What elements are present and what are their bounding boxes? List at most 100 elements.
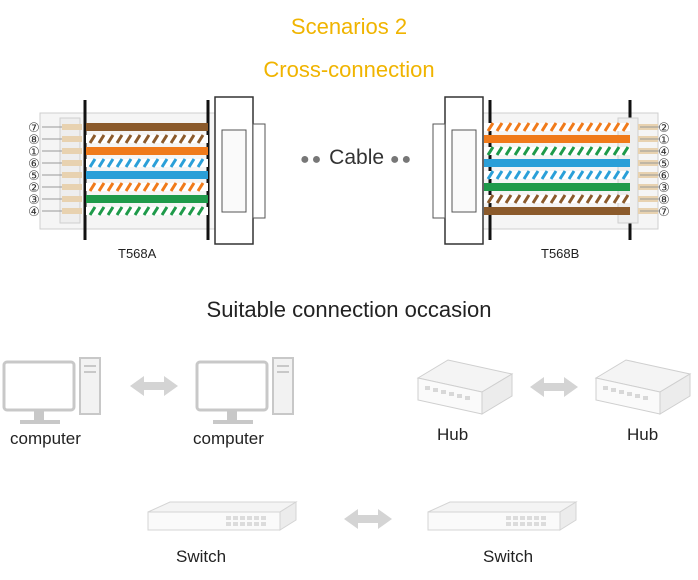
- connector-a-pin-contact-2: [62, 136, 82, 142]
- connector-b-pin-label-6: ③: [658, 181, 670, 196]
- connector-a-wire-6-stripe: [160, 182, 169, 192]
- connector-a-wire-4-stripe: [142, 158, 151, 168]
- connector-b-wire-1-stripe: [522, 122, 531, 132]
- connector-b-wire-7-stripe: [603, 194, 612, 204]
- hub-label-right: Hub: [627, 425, 659, 444]
- connector-a-wire-8-stripe: [169, 206, 178, 216]
- connector-a-pin-label-7: ③: [28, 193, 40, 208]
- connector-a-wire-8-stripe: [115, 206, 124, 216]
- connector-a-wire-4-stripe: [160, 158, 169, 168]
- connector-a-wire-2-stripe: [187, 134, 196, 144]
- connector-a-pin-contact-7: [62, 196, 82, 202]
- connector-a-wire-6-stripe: [169, 182, 178, 192]
- connector-a-wire-4-stripe: [187, 158, 196, 168]
- connector-b-wire-6: [484, 183, 630, 191]
- connector-a-wire-2-stripe: [196, 134, 205, 144]
- hub-icon-right: [594, 359, 692, 415]
- connector-a-plug-body: [39, 100, 219, 240]
- connector-a-wire-8-stripe: [151, 206, 160, 216]
- connector-a-wire-6-stripe: [97, 182, 106, 192]
- connector-a-pin-contact-3: [62, 148, 82, 154]
- connector-a-wire-2-stripe: [169, 134, 178, 144]
- connector-a-wire-4-stripe: [124, 158, 133, 168]
- connector-b-wire-5-stripe: [576, 170, 585, 180]
- connector-b-wire-2: [484, 135, 630, 143]
- connector-a-wire-4-stripe: [88, 158, 97, 168]
- connector-a-wire-2-stripe: [160, 134, 169, 144]
- connector-b-wire-5-stripe: [585, 170, 594, 180]
- connector-a-wire-2-stripe: [151, 134, 160, 144]
- connector-b-wire-1-stripe: [576, 122, 585, 132]
- connector-a-wire-4-stripe: [115, 158, 124, 168]
- cable-dots-left: ●●: [300, 151, 324, 168]
- connector-b-pin-label-1: ②: [658, 121, 670, 136]
- connector-b-boot: [432, 96, 484, 245]
- connector-a-wire-8-stripe: [124, 206, 133, 216]
- connector-b-pin-label-7: ⑧: [658, 193, 670, 208]
- connector-b-pin-label-3: ④: [658, 145, 670, 160]
- connector-b-wire-7-stripe: [585, 194, 594, 204]
- connector-a-pin-label-5: ⑤: [28, 169, 40, 184]
- connector-a-boot: [214, 96, 266, 245]
- connector-a-wire-2-stripe: [97, 134, 106, 144]
- connector-a-pin-label-6: ②: [28, 181, 40, 196]
- connector-a-wire-5: [86, 171, 208, 179]
- connector-b-wire-5: [484, 171, 630, 179]
- cross-connection-title: Cross-connection: [263, 57, 435, 82]
- switch-label-left: Switch: [176, 547, 227, 566]
- connector-a-wires: [42, 123, 208, 216]
- connector-a-wire-4-stripe: [133, 158, 142, 168]
- connector-b-wire-5-stripe: [513, 170, 522, 180]
- connector-a-wire-8-stripe: [88, 206, 97, 216]
- connector-b-wire-7-stripe: [522, 194, 531, 204]
- connector-b-wire-5-stripe: [504, 170, 513, 180]
- connector-b-wire-1-stripe: [531, 122, 540, 132]
- switch-icon-left: [147, 501, 298, 531]
- connector-a-wire-2-stripe: [133, 134, 142, 144]
- connector-b-wire-1: [484, 123, 630, 131]
- hub-label-left: Hub: [437, 425, 469, 444]
- connector-b-wire-7-stripe: [576, 194, 585, 204]
- connector-b-wire-5-stripe: [567, 170, 576, 180]
- connector-a-wire-8-stripe: [106, 206, 115, 216]
- connector-a-wire-4-stripe: [178, 158, 187, 168]
- connector-b-wire-5-stripe: [558, 170, 567, 180]
- connector-b-wire-1-stripe: [549, 122, 558, 132]
- connector-a-pin-contact-5: [62, 172, 82, 178]
- connector-b-wire-5-stripe: [594, 170, 603, 180]
- connector-a-pin-label-4: ⑥: [28, 157, 40, 172]
- connector-b-plug-body: [479, 100, 659, 240]
- cable-text: Cable: [329, 146, 385, 169]
- occasion-title: Suitable connection occasion: [206, 297, 492, 322]
- connector-b-wire-1-stripe: [558, 122, 567, 132]
- standard-a-label: T568A: [118, 246, 157, 261]
- connector-b-pin-label-4: ⑤: [658, 157, 670, 172]
- standard-b-label: T568B: [541, 246, 580, 261]
- connector-b-wire-3-stripe: [621, 146, 630, 156]
- connector-a-wire-8-stripe: [97, 206, 106, 216]
- connector-b-wire-7-stripe: [504, 194, 513, 204]
- connector-b-wire-3-stripe: [486, 146, 495, 156]
- connector-b-wire-7-stripe: [612, 194, 621, 204]
- connector-a-wire-2-stripe: [142, 134, 151, 144]
- switch-label-right: Switch: [483, 547, 534, 566]
- connector-b-wire-1-stripe: [594, 122, 603, 132]
- connector-b-wire-3-stripe: [531, 146, 540, 156]
- scenario-title: Scenarios 2: [290, 14, 408, 39]
- connector-b-wire-7-stripe: [621, 194, 630, 204]
- connector-a-wire-6-stripe: [187, 182, 196, 192]
- connector-b-wire-7-stripe: [549, 194, 558, 204]
- connector-b-wire-3-stripe: [603, 146, 612, 156]
- connector-a-wire-6-stripe: [151, 182, 160, 192]
- connector-b-wire-3-stripe: [522, 146, 531, 156]
- connector-b-wire-5-stripe: [531, 170, 540, 180]
- connector-a-wire-8-stripe: [160, 206, 169, 216]
- connector-a-wire-2-stripe: [124, 134, 133, 144]
- connector-b-wire-3-stripe: [513, 146, 522, 156]
- connector-b-wire-5-stripe: [486, 170, 495, 180]
- double-arrow-icon-row1: [130, 376, 178, 396]
- connector-b-wires: [484, 122, 660, 215]
